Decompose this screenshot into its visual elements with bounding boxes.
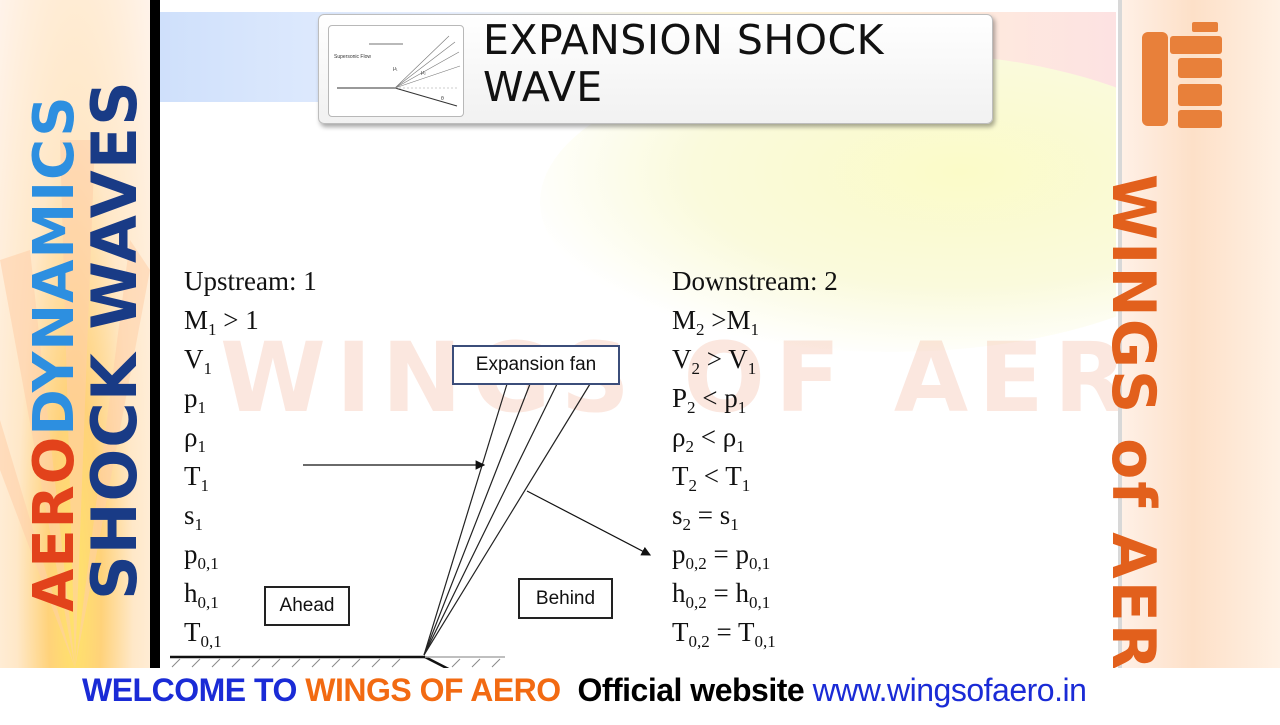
thumbnail-svg: μ₁ μ₂ θ: [337, 35, 461, 107]
downstream-item: T2 < T1: [672, 461, 751, 495]
bottom-ticker: WELCOME TO WINGS OF AERO Official websit…: [0, 668, 1280, 720]
right-banner: [1122, 0, 1280, 668]
downstream-heading: Downstream: 2: [672, 266, 838, 296]
downstream-column: Downstream: 2 M2 >M1 V2 > V1 P2 < p1 ρ2 …: [672, 262, 838, 652]
sunburst-graphic: [0, 140, 150, 668]
watermark-text: WINGS OF AERO: [220, 322, 1230, 434]
upstream-item: T1: [184, 461, 209, 495]
ticker-brand: WINGS OF AERO: [305, 672, 561, 708]
upstream-item: h0,1: [184, 578, 219, 612]
shock-waves-text: SHOCK WAVES: [78, 80, 150, 600]
downstream-item: p0,2 = p0,1: [672, 539, 771, 573]
thumb-symbol-2: μ₂: [421, 70, 426, 76]
upstream-item: V1: [184, 344, 212, 378]
brand-logo-icon: [1142, 22, 1222, 128]
expansion-fan-label: Expansion fan: [452, 345, 620, 385]
downstream-item: s2 = s1: [672, 500, 739, 534]
upstream-item: T0,1: [184, 617, 222, 651]
upstream-item: p0,1: [184, 539, 219, 573]
upstream-column: Upstream: 1 M1 > 1 V1 p1 ρ1 T1 s1 p0,1 h…: [184, 262, 317, 652]
downstream-item: h0,2 = h0,1: [672, 578, 771, 612]
downstream-item: T0,2 = T0,1: [672, 617, 776, 651]
upstream-heading: Upstream: 1: [184, 266, 317, 296]
upstream-item: p1: [184, 383, 206, 417]
thumbnail-diagram: μ₁ μ₂ θ Supersonic Flow: [328, 25, 464, 117]
slide-title: EXPANSION SHOCK WAVE: [483, 17, 884, 111]
right-divider: [1118, 0, 1122, 668]
ticker-website-link[interactable]: www.wingsofaero.in: [812, 672, 1087, 708]
behind-label: Behind: [518, 578, 613, 619]
downstream-item: ρ2 < ρ1: [672, 422, 745, 456]
title-box: μ₁ μ₂ θ Supersonic Flow EXPANSION SHOCK …: [318, 14, 993, 124]
downstream-item: M2 >M1: [672, 305, 759, 339]
upstream-item: ρ1: [184, 422, 206, 456]
wings-of-aero-vertical-text: WINGS of AERO: [1098, 174, 1168, 725]
ticker-text: WELCOME TO WINGS OF AERO Official websit…: [82, 672, 1087, 709]
upstream-item: M1 > 1: [184, 305, 259, 339]
left-divider: [150, 0, 160, 668]
downstream-item: V2 > V1: [672, 344, 757, 378]
slide-title-line-2: WAVE: [483, 63, 603, 111]
thumb-symbol-3: θ: [441, 96, 444, 102]
downstream-item: P2 < p1: [672, 383, 747, 417]
slide-title-line-1: EXPANSION SHOCK: [483, 16, 885, 64]
upstream-item: s1: [184, 500, 204, 534]
thumb-symbol-1: μ₁: [393, 66, 398, 72]
ticker-welcome: WELCOME TO: [82, 672, 306, 708]
ticker-official: Official website: [560, 672, 813, 708]
thumbnail-label: Supersonic Flow: [334, 54, 371, 60]
left-banner: AERODYNAMICS SHOCK WAVES: [0, 0, 150, 668]
ahead-label: Ahead: [264, 586, 350, 626]
